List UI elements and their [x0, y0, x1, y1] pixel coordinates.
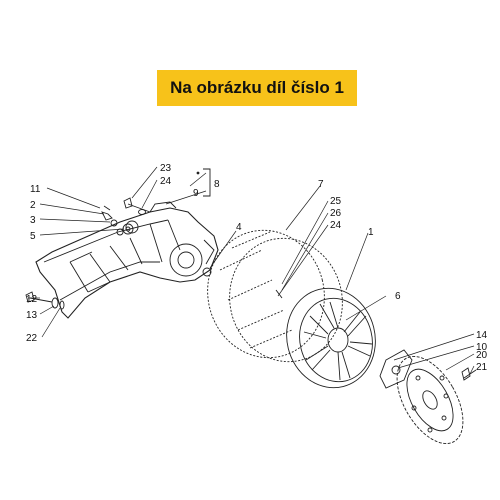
- callout-8: 8: [214, 179, 220, 190]
- callout-22: 22: [26, 333, 38, 344]
- callout-24-mid: 24: [330, 220, 342, 231]
- rim-icon: [275, 287, 376, 389]
- brake-disc-icon: [379, 349, 477, 445]
- callout-20: 20: [476, 350, 488, 361]
- bolt-icon: [123, 197, 151, 213]
- callout-26: 26: [330, 208, 342, 219]
- callout-12: 12: [26, 294, 38, 305]
- callout-11: 11: [30, 184, 41, 195]
- washer-icon: [51, 297, 65, 310]
- callout-10: 10: [476, 342, 488, 353]
- callout-21: 21: [476, 362, 488, 373]
- callout-3: 3: [30, 215, 36, 226]
- washer-icon: [138, 209, 146, 215]
- callout-5: 5: [30, 231, 36, 242]
- callout-23: 23: [160, 163, 172, 174]
- callout-13: 13: [26, 310, 38, 321]
- callout-1: 1: [368, 227, 374, 238]
- callout-7: 7: [318, 179, 324, 190]
- callout-2: 2: [30, 200, 36, 211]
- swing-arm-icon: [35, 201, 219, 319]
- title-banner: Na obrázku díl číslo 1: [157, 70, 357, 106]
- callout-9: 9: [193, 188, 199, 199]
- callout-25: 25: [330, 196, 342, 207]
- callout-6: 6: [395, 291, 401, 302]
- banner-title: Na obrázku díl číslo 1: [170, 78, 344, 97]
- callout-14: 14: [476, 330, 488, 341]
- tyre-icon: [207, 229, 343, 363]
- callout-24-top: 24: [160, 176, 172, 187]
- bolt-icon: [25, 291, 53, 303]
- callout-4: 4: [236, 222, 242, 233]
